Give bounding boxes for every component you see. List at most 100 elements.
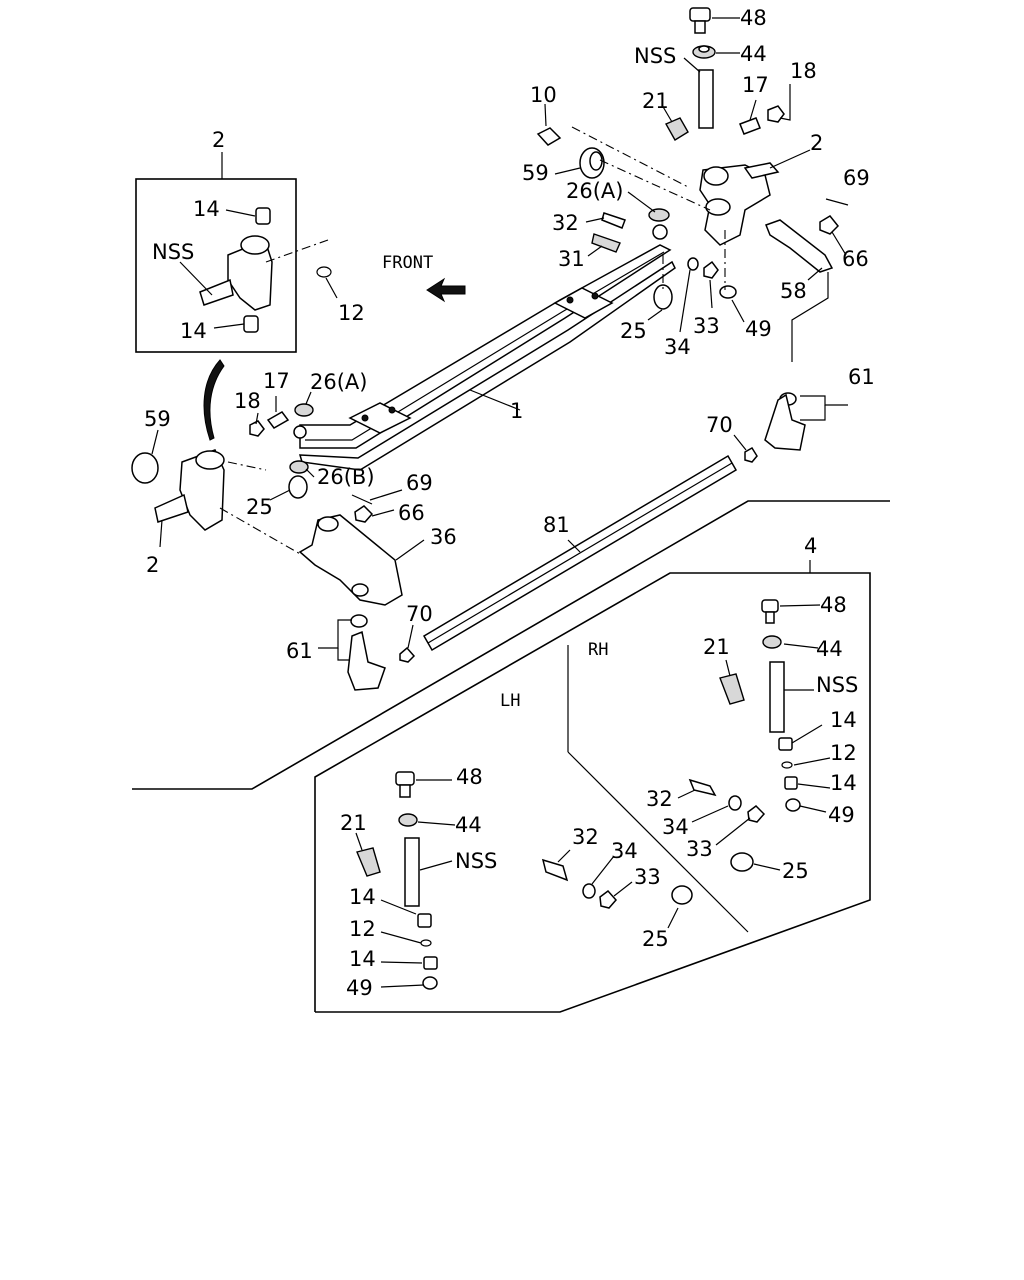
bushing-25-left [288,475,308,499]
label-81: 81 [543,513,570,537]
bushing-59-top [579,147,605,179]
label-14-rh-b: 14 [830,771,857,795]
bolt-17-top [739,117,761,135]
inset-knuckle [199,235,273,311]
pin-32-top [601,212,626,229]
label-1: 1 [510,399,523,423]
label-nss-rh: NSS [816,673,858,697]
bolt-48-top [689,7,711,34]
label-17-top: 17 [742,73,769,97]
front-arrow-icon [426,277,466,303]
label-14-lh-a: 14 [349,885,376,909]
label-14-rh-a: 14 [830,708,857,732]
label-33-top: 33 [693,314,720,338]
label-59-top: 59 [522,161,549,185]
inset-box-knuckle [135,178,297,353]
label-66-left: 66 [398,501,425,525]
nut-66-right [819,215,840,235]
label-25-lh: 25 [642,927,669,951]
label-48-rh: 48 [820,593,847,617]
label-21-top: 21 [642,89,669,113]
axle-beam [293,224,676,471]
label-18-left: 18 [234,389,261,413]
label-31: 31 [558,247,585,271]
label-34-rh: 34 [662,815,689,839]
bushing-25-top [653,284,673,310]
label-14-box-bot: 14 [180,319,207,343]
nut-33-top [703,260,719,279]
label-26a-left: 26(A) [310,370,367,394]
label-70-right: 70 [706,413,733,437]
tie-rod-81 [422,454,738,652]
washer-26a-left [294,403,314,417]
front-label: FRONT [382,253,433,273]
kingpin-top [698,69,714,129]
label-12-lh: 12 [349,917,376,941]
label-2-left: 2 [146,553,159,577]
label-33-rh: 33 [686,837,713,861]
centerlines [219,126,726,556]
leader-lines [151,17,848,988]
label-44-top: 44 [740,42,767,66]
label-12-rh: 12 [830,741,857,765]
label-49-rh: 49 [828,803,855,827]
washer-34-top [687,257,699,271]
label-25-left: 25 [246,495,273,519]
label-10: 10 [530,83,557,107]
label-26b-left: 26(B) [317,465,375,489]
bolt-10 [536,127,562,146]
label-34-lh: 34 [611,839,638,863]
grease-nipple-21-top [665,117,689,141]
rh-kit-parts [688,599,801,872]
label-33-lh: 33 [634,865,661,889]
label-14-box-top: 14 [193,197,220,221]
label-69-right: 69 [843,166,870,190]
tie-rod-end-61-left [347,614,386,691]
cotter-pin-69-left [351,494,373,505]
label-25-top: 25 [620,319,647,343]
label-14-lh-b: 14 [349,947,376,971]
label-21-rh: 21 [703,635,730,659]
label-36: 36 [430,525,457,549]
label-18-top: 18 [790,59,817,83]
label-rh: RH [588,640,608,660]
bushing-14-box-bot [243,315,259,333]
steering-knuckle-right [699,162,780,246]
label-34-top: 34 [664,335,691,359]
spring-pad-right [553,287,614,319]
label-48-top: 48 [740,6,767,30]
bushing-14-box-top [255,207,271,225]
label-12-box: 12 [338,301,365,325]
nut-66-left [354,505,374,523]
kit-frame-lines [132,500,890,1013]
label-32-top: 32 [552,211,579,235]
label-nss-box: NSS [152,240,194,264]
inset-pointer-arrow [203,359,225,441]
washer-26a-top [648,208,670,222]
label-26a-top: 26(A) [566,179,623,203]
pin-31 [591,233,621,253]
label-49-top: 49 [745,317,772,341]
label-2-right: 2 [810,131,823,155]
cap-49-top [719,285,737,299]
label-49-lh: 49 [346,976,373,1000]
label-58: 58 [780,279,807,303]
nut-18-left [249,420,265,437]
label-69-left: 69 [406,471,433,495]
nut-70-left [399,646,416,663]
label-61-left: 61 [286,639,313,663]
label-44-lh: 44 [455,813,482,837]
nut-18-top [767,105,785,123]
o-ring-12-box [316,266,332,278]
label-21-lh: 21 [340,811,367,835]
label-25-rh: 25 [782,859,809,883]
label-32-lh: 32 [572,825,599,849]
label-48-lh: 48 [456,765,483,789]
cotter-pin-69-right [825,198,849,206]
bushing-59-left [131,452,159,484]
label-32-rh: 32 [646,787,673,811]
steering-arm-58 [765,219,834,273]
bolt-17-left [266,411,290,429]
